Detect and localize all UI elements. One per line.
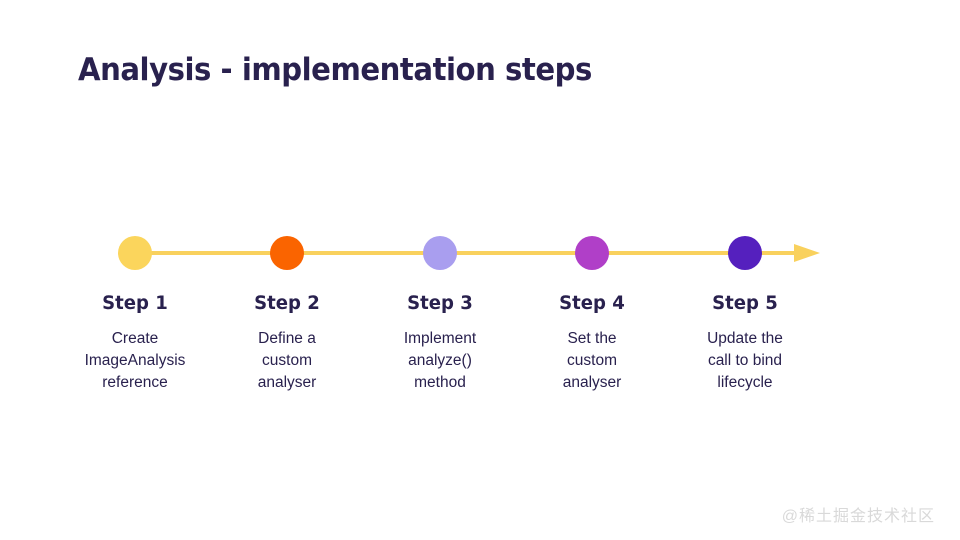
step-1-dot [118,236,152,270]
step-2-description: Define a custom analyser [257,330,317,391]
step-1-description: Create ImageAnalysis reference [84,330,186,391]
step-5-description: Update the call to bind lifecycle [707,330,783,391]
step-4-description: Set the custom analyser [562,330,622,391]
step-5-dot [728,236,762,270]
step-3-dot [423,236,457,270]
step-3-column: Step 3 Implement analyze() method [360,292,520,394]
step-5-label: Step 5 [712,292,778,314]
step-3-description: Implement analyze() method [403,330,477,391]
step-4-column: Step 4 Set the custom analyser [512,292,672,394]
step-2-column: Step 2 Define a custom analyser [207,292,367,394]
page-title: Analysis - implementation steps [78,52,592,88]
step-3-label: Step 3 [407,292,473,314]
step-1-label: Step 1 [102,292,168,314]
step-4-label: Step 4 [559,292,625,314]
arrow-right-icon [794,244,820,262]
step-2-dot [270,236,304,270]
step-2-label: Step 2 [254,292,320,314]
step-1-column: Step 1 Create ImageAnalysis reference [55,292,215,394]
timeline-line [135,251,797,255]
step-4-dot [575,236,609,270]
watermark: @稀土掘金技术社区 [781,508,935,525]
step-5-column: Step 5 Update the call to bind lifecycle [665,292,825,394]
